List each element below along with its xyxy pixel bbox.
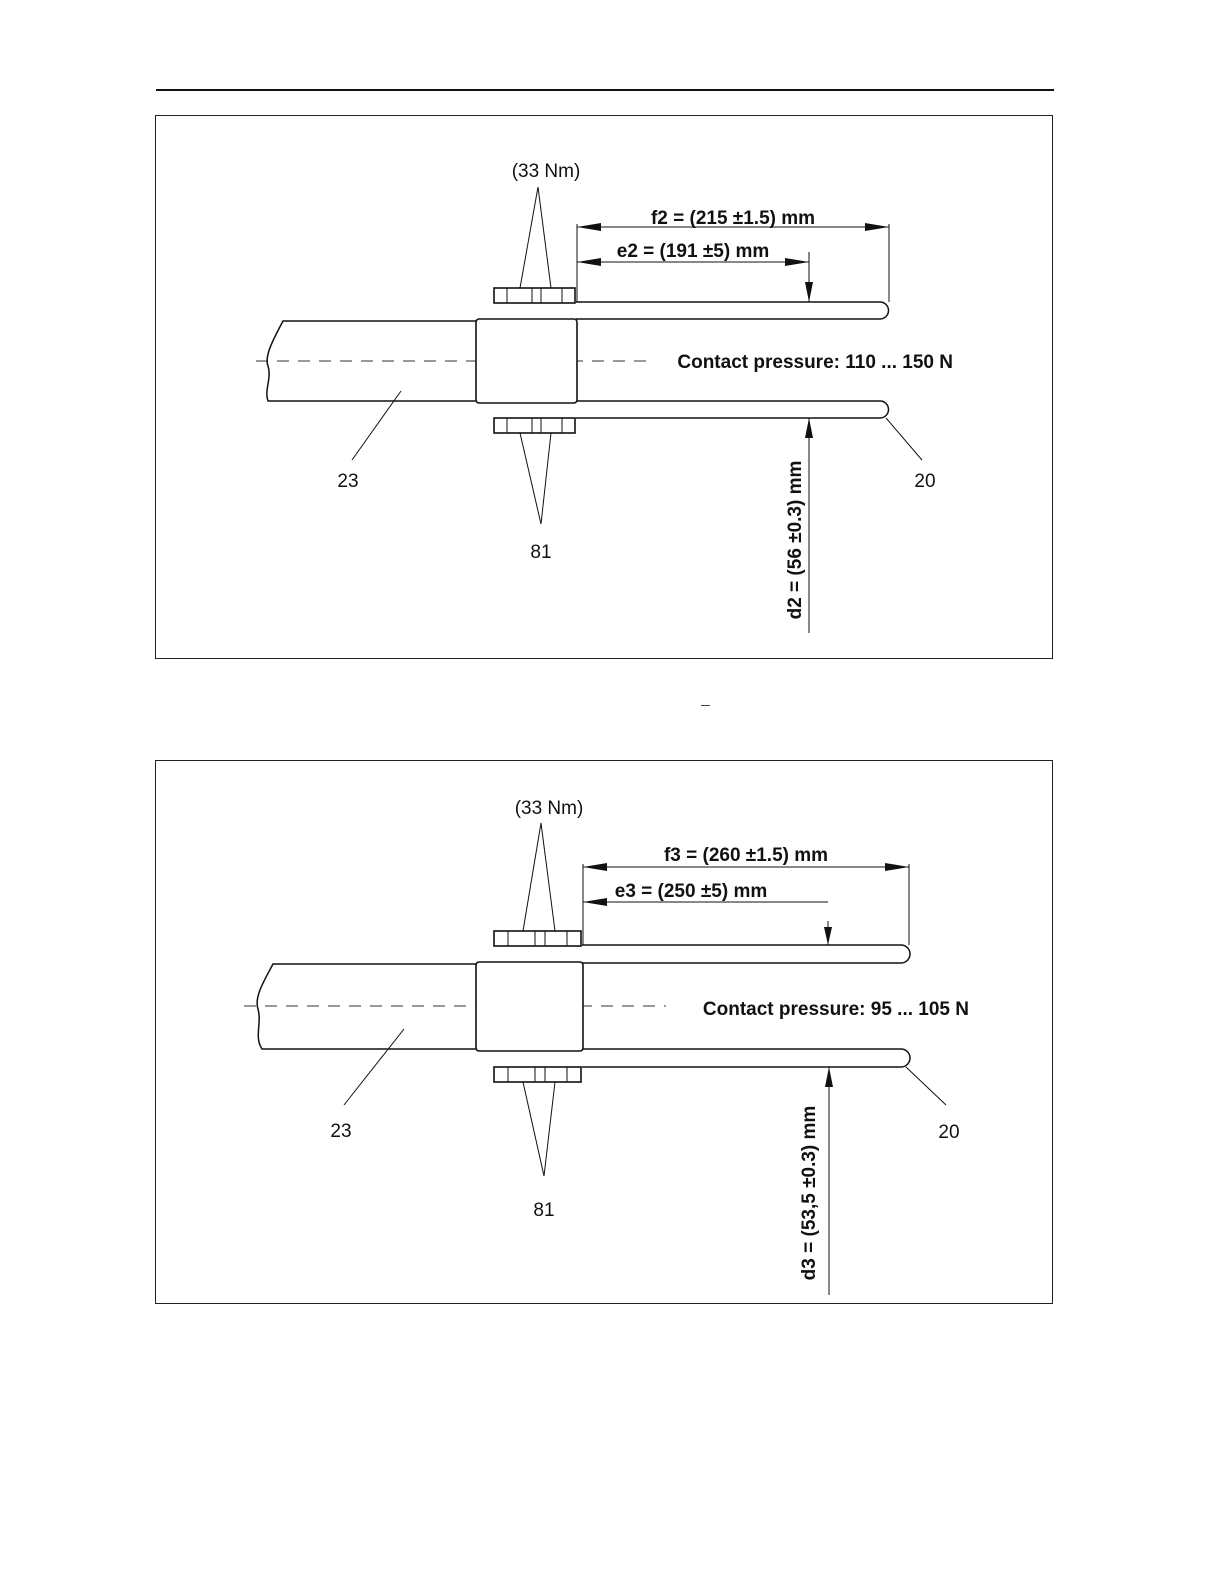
upper-arm [576,302,889,319]
clamp-block [476,319,577,403]
diagram-frame-1: (33 Nm) f2 = (215 ±1.5) mm e2 = (191 ±5)… [155,115,1053,659]
d-dimension-label: d3 = (53,5 ±0.3) mm [799,1106,820,1281]
f-dimension-label: f2 = (215 ±1.5) mm [651,208,815,229]
part-20-label: 20 [914,471,935,492]
f-dimension-label: f3 = (260 ±1.5) mm [664,845,828,866]
upper-clamp-screws [494,931,581,946]
lower-clamp-screws [494,418,575,433]
part-23-label: 23 [337,471,358,492]
lower-arm [582,1049,910,1067]
e-dimension-label: e2 = (191 ±5) mm [617,241,769,262]
part-23-label: 23 [330,1121,351,1142]
lower-clamp-screws [494,1067,581,1082]
clamp-block [476,962,583,1051]
part-81-label: 81 [533,1200,554,1221]
e-dimension-label: e3 = (250 ±5) mm [615,881,767,902]
diagram-2: (33 Nm) f3 = (260 ±1.5) mm e3 = (250 ±5)… [156,761,1054,1305]
contact-pressure-label: Contact pressure: 95 ... 105 N [703,999,969,1020]
lower-arm [576,401,889,418]
diagram-1: (33 Nm) f2 = (215 ±1.5) mm e2 = (191 ±5)… [156,116,1054,660]
part-81-label: 81 [530,542,551,563]
diagram-frame-2: (33 Nm) f3 = (260 ±1.5) mm e3 = (250 ±5)… [155,760,1053,1304]
upper-clamp-screws [494,288,575,303]
header-rule [156,89,1054,91]
torque-label: (33 Nm) [515,798,584,819]
upper-arm [582,945,910,963]
d-dimension-label: d2 = (56 ±0.3) mm [785,461,806,620]
torque-label: (33 Nm) [512,161,581,182]
stray-mark [701,705,710,706]
contact-pressure-label: Contact pressure: 110 ... 150 N [677,352,953,373]
part-20-label: 20 [938,1122,959,1143]
